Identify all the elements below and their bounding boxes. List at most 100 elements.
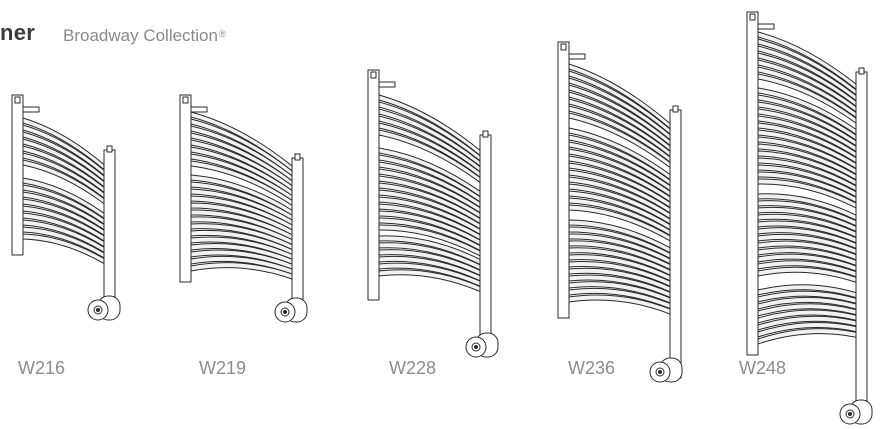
rail-bar xyxy=(757,290,857,304)
heating-element-knob xyxy=(87,295,121,321)
rail-bar xyxy=(568,169,671,214)
left-post xyxy=(179,94,192,283)
rail-bar xyxy=(22,177,105,219)
rail-bar xyxy=(22,191,105,231)
rail-bar xyxy=(757,171,857,203)
rail-bar xyxy=(568,204,671,242)
rail-bar xyxy=(757,73,857,124)
left-post xyxy=(367,69,380,301)
rail-bar xyxy=(22,233,105,265)
rail-bar xyxy=(568,162,671,208)
rail-bar xyxy=(757,253,857,272)
rail-bar xyxy=(378,168,481,214)
rail-bar xyxy=(568,98,671,157)
rail-bar xyxy=(568,77,671,141)
rail-bar xyxy=(757,315,857,331)
rail-bar xyxy=(378,210,481,246)
rail-bar xyxy=(757,115,857,158)
right-post xyxy=(479,134,492,353)
rail-bar xyxy=(568,127,671,180)
rail-bar xyxy=(378,242,481,271)
rail-bar xyxy=(568,148,671,197)
rail-bar xyxy=(190,118,293,177)
rail-bar xyxy=(757,213,857,238)
rail-bar xyxy=(378,115,481,173)
rail-bar xyxy=(757,200,857,227)
rail-bar xyxy=(378,255,481,282)
left-post xyxy=(746,11,759,356)
rail-bar xyxy=(757,260,857,278)
rail-bar xyxy=(22,138,105,188)
rail-bar xyxy=(568,233,671,265)
rail-bar xyxy=(190,255,293,275)
rail-bar xyxy=(568,274,671,298)
rail-bar xyxy=(22,205,105,242)
rail-bar xyxy=(568,247,671,276)
rail-bar xyxy=(568,287,671,309)
model-label-w228: W228 xyxy=(389,358,437,378)
rail-bar xyxy=(757,296,857,310)
rail-bar xyxy=(757,164,857,198)
rail-bar xyxy=(22,124,105,176)
rail-bar xyxy=(22,117,105,171)
rail-bar xyxy=(190,146,293,196)
right-post xyxy=(669,109,682,379)
rail-bar xyxy=(378,224,481,257)
rail-bar xyxy=(757,220,857,244)
rail-bar xyxy=(22,152,105,199)
rail-bar xyxy=(757,227,857,249)
rail-bar xyxy=(190,132,293,187)
rail-bar xyxy=(757,321,857,338)
rail-bar xyxy=(568,91,671,152)
rail-bar xyxy=(568,70,671,135)
rail-bar xyxy=(757,266,857,283)
rail-bar xyxy=(378,175,481,219)
rail-bar xyxy=(22,198,105,236)
rail-bar xyxy=(190,139,293,192)
rail-bar xyxy=(757,233,857,255)
model-label-w219: W219 xyxy=(199,358,247,378)
rail-bar xyxy=(757,178,857,209)
rail-bar xyxy=(190,223,293,251)
rail-bar xyxy=(190,153,293,201)
rail-bar xyxy=(568,254,671,282)
rail-bar xyxy=(757,157,857,192)
rail-bar xyxy=(568,105,671,163)
rail-bar xyxy=(568,219,671,254)
rail-bar xyxy=(378,147,481,197)
right-post xyxy=(855,71,868,411)
rail-bar xyxy=(568,294,671,315)
rail-bar xyxy=(378,262,481,287)
heating-element-knob xyxy=(274,297,308,323)
heating-element-knob xyxy=(649,357,683,383)
rail-bar xyxy=(22,219,105,253)
rail-bar xyxy=(568,260,671,287)
heating-element-knob xyxy=(465,332,499,358)
rail-bar xyxy=(757,108,857,152)
rail-bar xyxy=(378,154,481,203)
rail-bar xyxy=(22,131,105,182)
rail-bar xyxy=(757,31,857,90)
rail-bar xyxy=(568,141,671,192)
rail-bar xyxy=(568,190,671,231)
model-label-w248: W248 xyxy=(739,358,787,378)
right-post xyxy=(291,157,304,319)
heating-element-knob xyxy=(839,399,873,425)
rail-bar xyxy=(757,66,857,118)
rail-bar xyxy=(190,209,293,241)
rail-bar xyxy=(190,229,293,255)
rail-bar xyxy=(757,38,857,96)
rail-bar xyxy=(757,309,857,324)
rail-bar xyxy=(757,206,857,232)
rail-bar xyxy=(378,249,481,276)
rail-bar xyxy=(22,159,105,205)
rail-bar xyxy=(568,197,671,236)
rail-bar xyxy=(757,247,857,266)
rail-bar xyxy=(568,155,671,203)
rail-bar xyxy=(190,216,293,246)
rail-bar xyxy=(757,129,857,169)
rail-bar xyxy=(378,108,481,167)
rail-bar xyxy=(190,195,293,231)
rail-bar xyxy=(568,112,671,169)
rail-bar xyxy=(190,160,293,206)
